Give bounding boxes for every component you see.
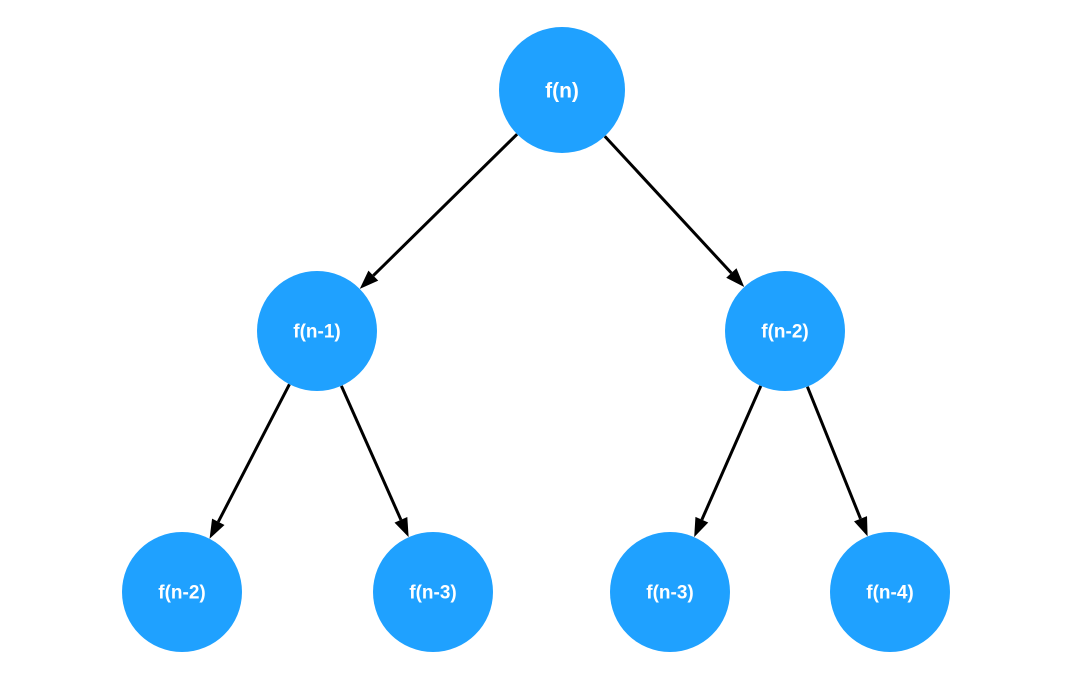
arrowhead-icon — [726, 268, 745, 287]
edge-line — [805, 386, 862, 520]
arrowhead-icon — [854, 516, 868, 537]
tree-node[interactable]: f(n-2) — [122, 532, 242, 652]
edges-layer — [209, 133, 868, 539]
arrowhead-icon — [359, 270, 379, 289]
node-label: f(n-3) — [646, 583, 693, 604]
node-circle[interactable] — [122, 532, 242, 652]
node-circle[interactable] — [373, 532, 493, 652]
edge-line — [603, 135, 733, 275]
tree-node[interactable]: f(n-3) — [373, 532, 493, 652]
nodes-layer: f(n) f(n-1) f(n-2) f(n-2) f(n-3) f(n-3) f(n-4) — [122, 27, 950, 652]
node-label: f(n) — [545, 80, 579, 103]
edge-line — [339, 385, 403, 521]
edge-line — [700, 385, 763, 521]
arrowhead-icon — [209, 518, 225, 539]
tree-edge — [694, 385, 763, 538]
node-label: f(n-2) — [761, 322, 808, 343]
node-circle[interactable] — [725, 271, 845, 391]
tree-edge — [339, 385, 409, 538]
tree-node[interactable]: f(n-1) — [257, 271, 377, 391]
node-label: f(n-1) — [293, 322, 340, 343]
tree-edge — [359, 133, 519, 289]
arrowhead-icon — [394, 516, 409, 538]
node-label: f(n-4) — [866, 583, 913, 604]
node-circle[interactable] — [257, 271, 377, 391]
edge-line — [216, 383, 291, 523]
node-circle[interactable] — [610, 532, 730, 652]
tree-node[interactable]: f(n) — [499, 27, 625, 153]
node-label: f(n-2) — [158, 583, 205, 604]
tree-edge — [603, 135, 745, 287]
tree-node[interactable]: f(n-3) — [610, 532, 730, 652]
edge-line — [372, 133, 519, 277]
tree-edge — [209, 383, 291, 539]
node-circle[interactable] — [830, 532, 950, 652]
tree-edge — [805, 386, 868, 537]
arrowhead-icon — [694, 516, 709, 538]
node-circle[interactable] — [499, 27, 625, 153]
tree-node[interactable]: f(n-2) — [725, 271, 845, 391]
tree-node[interactable]: f(n-4) — [830, 532, 950, 652]
node-label: f(n-3) — [409, 583, 456, 604]
